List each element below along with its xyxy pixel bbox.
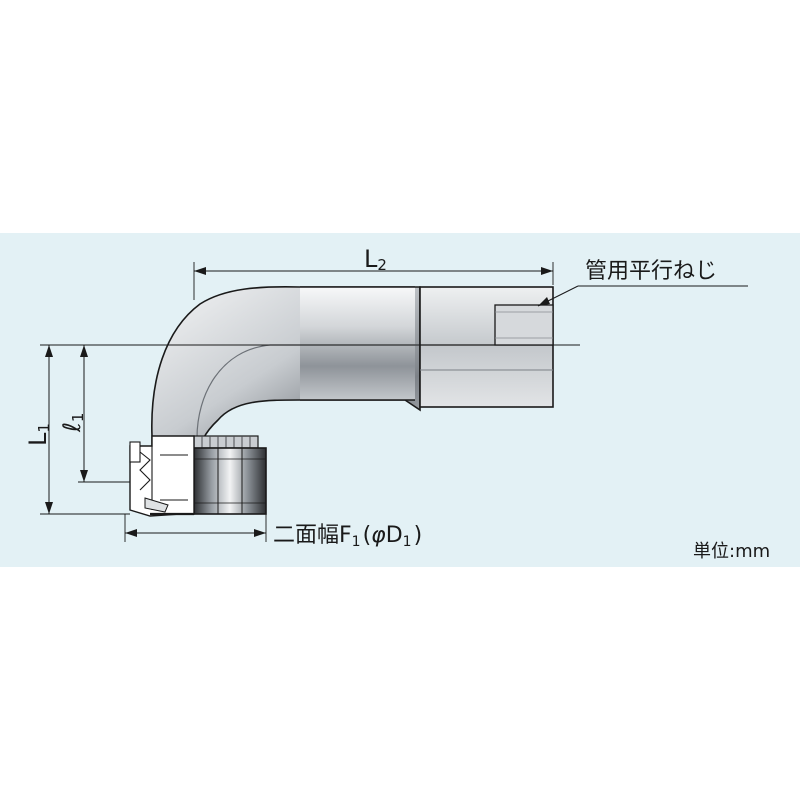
dimension-L2 [193,262,554,300]
label-F1: 二面幅F1(φD1) [273,523,422,550]
fitting-body [129,286,554,517]
label-L2: L2 [364,245,387,274]
unit-label: 単位:mm [693,541,770,562]
pipe-section [300,287,415,400]
label-L1: L1 [24,423,53,446]
label-l1: ℓ1 [58,413,87,433]
label-thread: 管用平行ねじ [585,259,717,284]
hex-nut [193,447,267,515]
elbow-inner-line [196,344,410,439]
female-thread [494,304,554,346]
thread-leader [537,285,748,307]
dimension-l1 [78,345,130,483]
dimension-L1 [40,345,130,515]
dimension-F1 [124,514,267,542]
